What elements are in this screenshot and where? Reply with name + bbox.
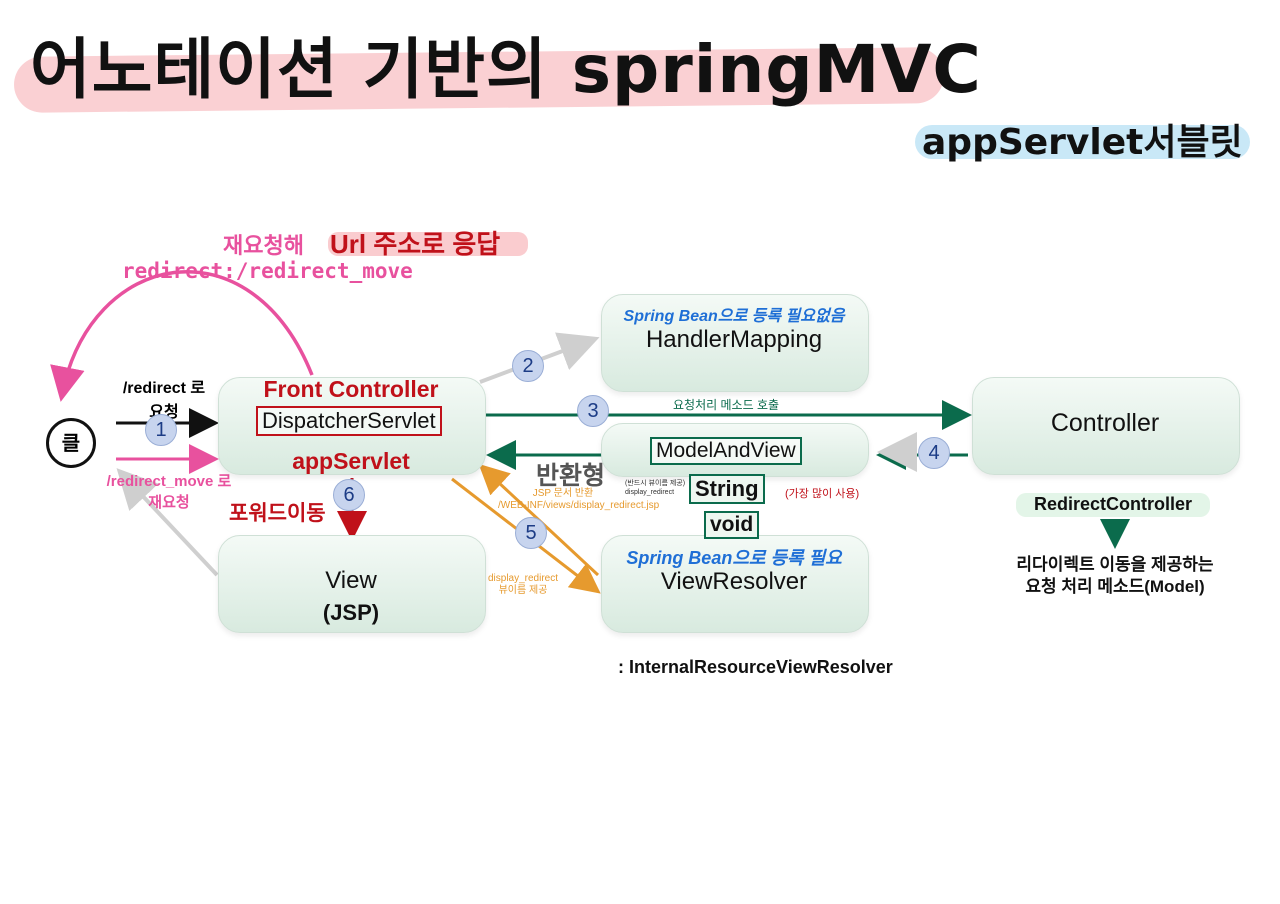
view-to-client-arrow [116, 468, 219, 577]
controller-label: Controller [1050, 409, 1160, 437]
reissue-label: 재요청해 [223, 233, 304, 258]
step-4-badge: 4 [918, 437, 950, 469]
respond-url-highlight [328, 232, 528, 256]
view-box [218, 535, 486, 633]
handler-mapping-label: HandlerMapping [645, 326, 823, 353]
controller-box [972, 377, 1240, 475]
view-resolver-label: ViewResolver [660, 568, 808, 595]
void-type-label: void [704, 511, 760, 539]
string-type-label: String [689, 474, 765, 504]
client-node: 클 [46, 418, 96, 468]
redirect-move-label: redirect:/redirect_move [122, 259, 413, 283]
view-resolver-note: Spring Bean으로 등록 필요 [626, 548, 842, 568]
view-name-label: display_redirect 뷰이름 제공 [487, 573, 559, 596]
step-6-badge: 6 [333, 479, 365, 511]
mav-note: (반드시 뷰이름 제공) display_redirect [625, 480, 686, 496]
redirect-controller-label: RedirectController [1033, 494, 1193, 514]
model-and-view-label: ModelAndView [650, 437, 802, 465]
view-label: View [325, 567, 377, 594]
handler-mapping-note: Spring Bean으로 등록 필요없음 [623, 308, 845, 325]
internal-resolver-label: : InternalResourceViewResolver [618, 657, 893, 677]
respond-url-label: Url 주소로 응답 [330, 229, 501, 259]
step-5-badge: 5 [515, 517, 547, 549]
jsp-return-label: JSP 문서 반환 /WEB-INF/views/display_redirec… [498, 488, 660, 511]
subtitle-highlight [915, 125, 1250, 159]
app-servlet-label: appServlet [292, 448, 410, 474]
front-controller-heading: Front Controller [263, 376, 439, 402]
step-1-badge: 1 [145, 414, 177, 446]
redirect-controller-highlight [1016, 493, 1210, 517]
step-3-badge: 3 [577, 395, 609, 427]
handler-mapping-box [601, 294, 869, 392]
forward-move-label: 포워드이동 [229, 502, 326, 525]
redirect-move-request-label: /redirect_move 로 재요청 [106, 473, 232, 511]
view-sub-label: (JSP) [322, 600, 380, 625]
page-subtitle: appServlet서블릿 [922, 122, 1243, 163]
page-title: 어노테이션 기반의 springMVC [30, 31, 982, 108]
handler-method-call-label: 요청처리 메소드 호출 [673, 398, 780, 412]
redirect-controller-desc: 리다이렉트 이동을 제공하는 요청 처리 메소드(Model) [1016, 555, 1214, 596]
view-resolver-box [601, 535, 869, 633]
dispatcher-servlet-label: DispatcherServlet [256, 406, 442, 436]
string-note: (가장 많이 사용) [785, 488, 860, 500]
redirect-request-label: /redirect 로 요청 [122, 380, 206, 421]
step-2-badge: 2 [512, 350, 544, 382]
redirect-curve-arrow [50, 269, 314, 402]
return-type-label: 반환형 [536, 462, 606, 490]
